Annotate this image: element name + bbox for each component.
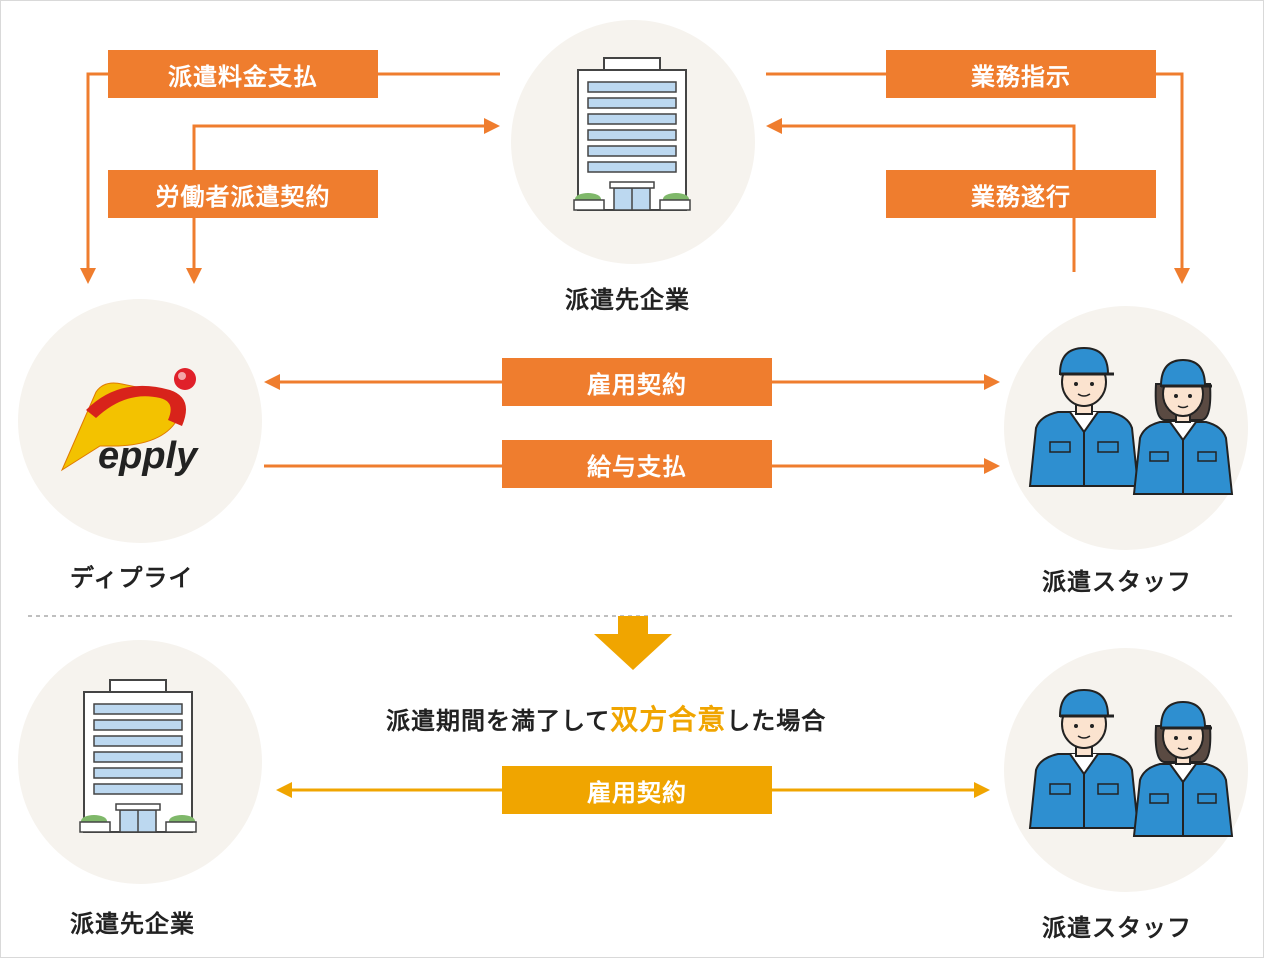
bottom-employment-contract-label: 雇用契約 (502, 766, 772, 814)
client-company-label: 派遣先企業 (565, 286, 690, 314)
office-building-icon (79, 679, 197, 833)
dispatch-contract-label: 労働者派遣契約 (108, 170, 378, 218)
condition-after: した場合 (726, 707, 827, 735)
condition-before: 派遣期間を満了して (386, 707, 611, 735)
employment-contract-label: 雇用契約 (502, 358, 772, 406)
down-arrow-icon (594, 616, 672, 670)
staff-label: 派遣スタッフ (1042, 568, 1192, 596)
work-execution-label: 業務遂行 (886, 170, 1156, 218)
svg-text:epply: epply (98, 435, 199, 477)
epply-logo: epply (60, 368, 199, 477)
office-building-icon (573, 57, 691, 211)
work-instruction-label: 業務指示 (886, 50, 1156, 98)
bottom-staff-label: 派遣スタッフ (1042, 914, 1192, 942)
mutual-agreement-highlight: 双方合意 (610, 703, 727, 736)
salary-payment-label: 給与支払 (502, 440, 772, 488)
bottom-client-company-label: 派遣先企業 (70, 910, 195, 938)
agency-label: ディプライ (70, 564, 194, 592)
condition-text: 派遣期間を満了して双方合意した場合 (386, 698, 826, 738)
fee-payment-label: 派遣料金支払 (108, 50, 378, 98)
